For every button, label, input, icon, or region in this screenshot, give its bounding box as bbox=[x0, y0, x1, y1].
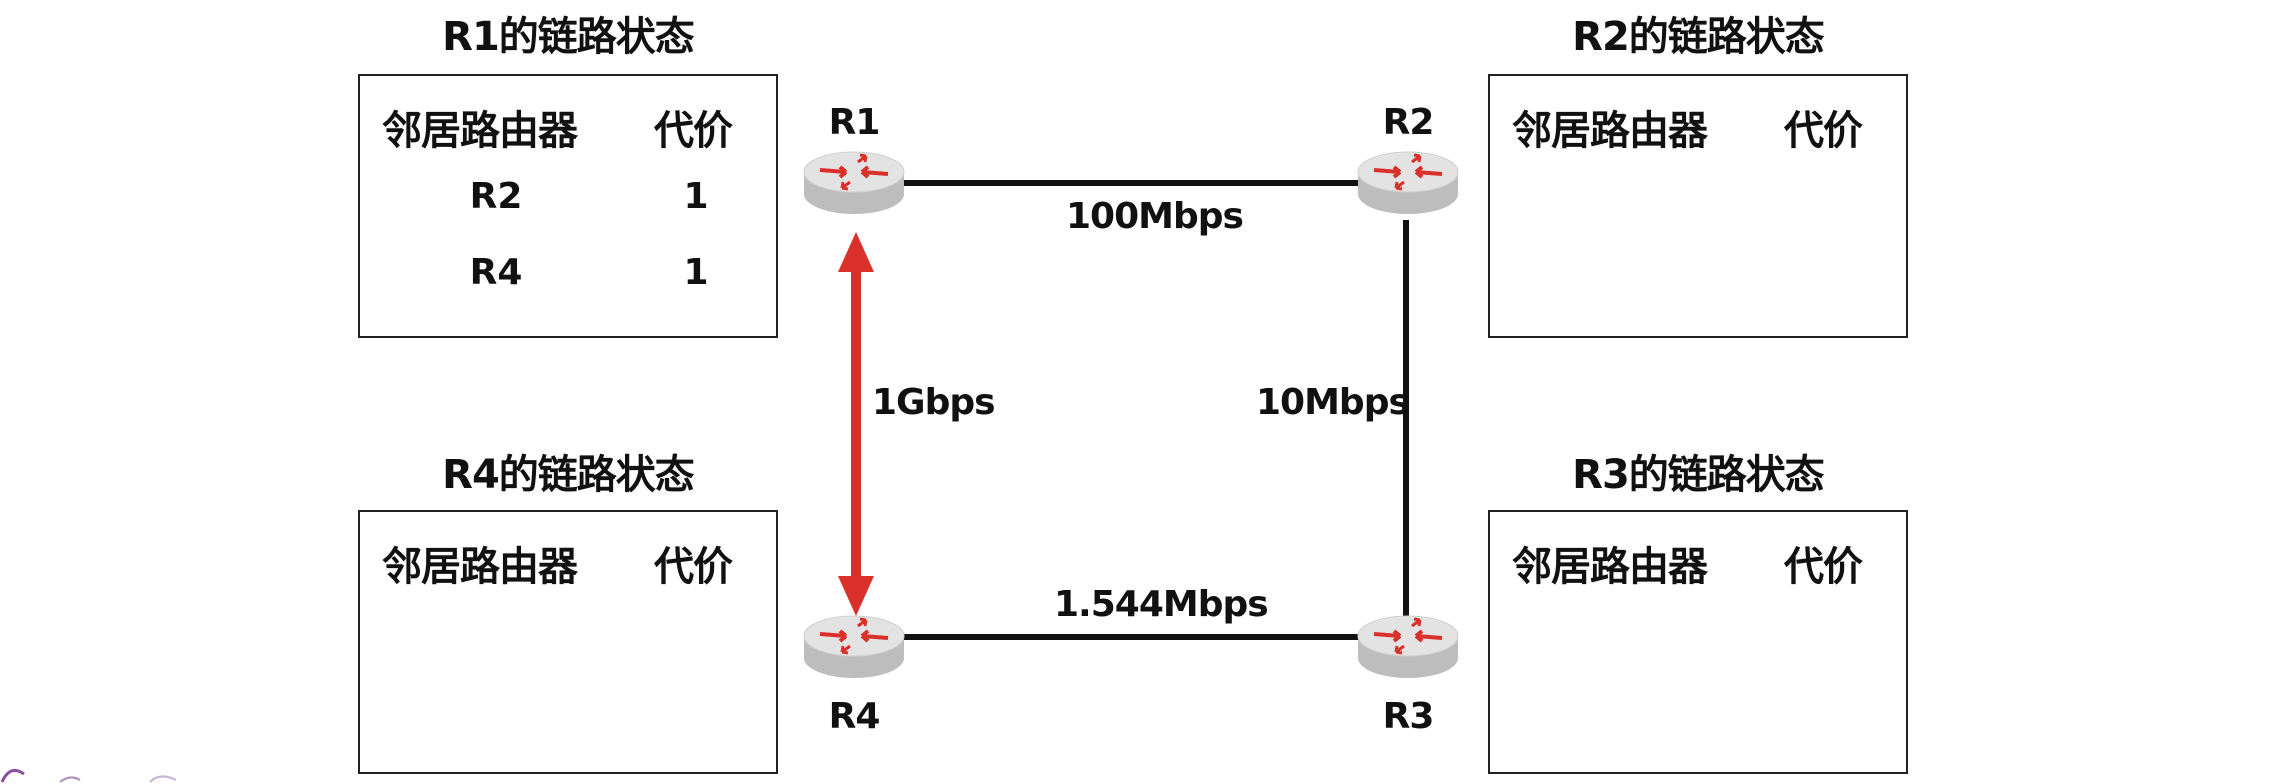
r1-link-state-panel: 邻居路由器 代价 R2 1 R4 1 bbox=[358, 74, 778, 338]
r1-row-2-cost: 1 bbox=[683, 252, 709, 293]
r2-link-state-title: R2的链路状态 bbox=[1572, 14, 1825, 60]
link-label-r4-r3: 1.544Mbps bbox=[1054, 584, 1269, 625]
r4-header-neighbor: 邻居路由器 bbox=[382, 544, 578, 590]
r3-link-state-panel: 邻居路由器 代价 bbox=[1488, 510, 1908, 774]
router-r3-label: R3 bbox=[1382, 696, 1435, 737]
r1-link-state-title: R1的链路状态 bbox=[442, 14, 695, 60]
router-r4-label: R4 bbox=[828, 696, 881, 737]
r3-header-neighbor: 邻居路由器 bbox=[1512, 544, 1708, 590]
r2-header-cost: 代价 bbox=[1784, 108, 1863, 154]
link-label-r2-r3: 10Mbps bbox=[1256, 382, 1410, 423]
link-r2-r3 bbox=[1403, 220, 1409, 632]
router-r2-icon bbox=[1357, 151, 1459, 214]
router-r1-label: R1 bbox=[828, 102, 881, 143]
r1-header-neighbor: 邻居路由器 bbox=[382, 108, 578, 154]
r4-link-state-panel: 邻居路由器 代价 bbox=[358, 510, 778, 774]
r1-row-1-cost: 1 bbox=[683, 176, 709, 217]
r2-link-state-panel: 邻居路由器 代价 bbox=[1488, 74, 1908, 338]
router-r2-label: R2 bbox=[1382, 102, 1435, 143]
r1-header-cost: 代价 bbox=[654, 108, 733, 154]
link-label-r1-r2: 100Mbps bbox=[1066, 196, 1244, 237]
r1-row-1-router: R2 bbox=[469, 176, 523, 217]
decorative-swirl bbox=[0, 768, 177, 783]
router-r1-icon bbox=[803, 151, 905, 214]
router-r3-icon bbox=[1357, 615, 1459, 678]
router-r4-icon bbox=[803, 615, 905, 678]
r4-link-state-title: R4的链路状态 bbox=[442, 452, 695, 498]
r3-link-state-title: R3的链路状态 bbox=[1572, 452, 1825, 498]
link-label-r1-r4: 1Gbps bbox=[872, 382, 996, 423]
r4-header-cost: 代价 bbox=[654, 544, 733, 590]
r2-header-neighbor: 邻居路由器 bbox=[1512, 108, 1708, 154]
r3-header-cost: 代价 bbox=[1784, 544, 1863, 590]
r1-row-2-router: R4 bbox=[469, 252, 523, 293]
link-r1-r2 bbox=[856, 180, 1408, 186]
link-r4-r3 bbox=[856, 634, 1408, 640]
link-r1-r4-highlight bbox=[838, 232, 874, 616]
